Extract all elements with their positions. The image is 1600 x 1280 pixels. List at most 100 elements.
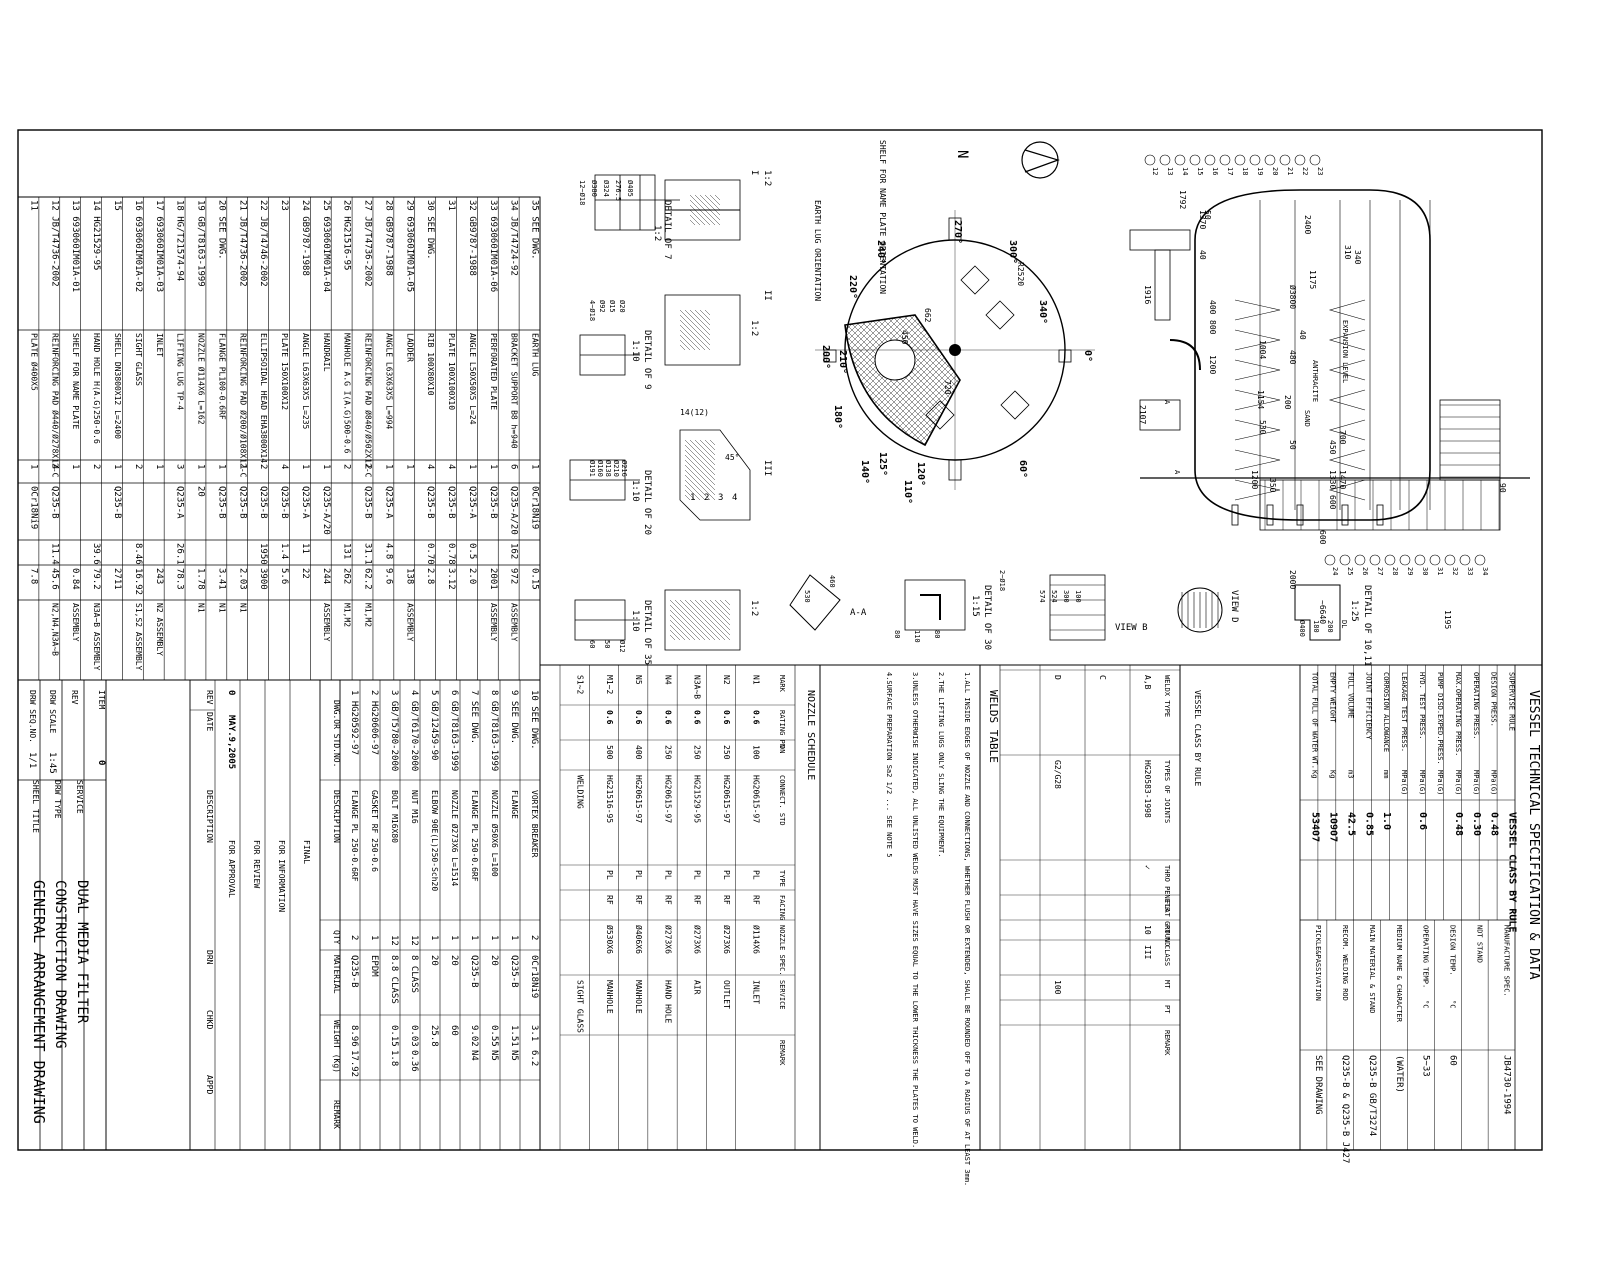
hatch bbox=[669, 614, 696, 641]
spec-unit: MPa(G) bbox=[1454, 770, 1462, 795]
bom-qty: 4 bbox=[279, 464, 289, 469]
dim: R2520 bbox=[1016, 262, 1025, 286]
plan-angle: 180° bbox=[832, 405, 843, 429]
bom2-desc: NOZZLE Ø273X6 L=1514 bbox=[450, 790, 460, 887]
bom-total-weight: 16.92 bbox=[133, 568, 143, 595]
north-label: N bbox=[954, 150, 970, 158]
bom-desc: ANGLE L50X50X5 L=24 bbox=[468, 333, 477, 425]
nozzle-header: FACING bbox=[778, 895, 786, 920]
hatch bbox=[684, 599, 726, 641]
nozzle-cone bbox=[1328, 359, 1366, 381]
dim: 200 bbox=[1326, 620, 1334, 633]
spec-right-value: 60 bbox=[1448, 1055, 1458, 1066]
dimension: 700 bbox=[1338, 430, 1347, 445]
rev-header: DATE bbox=[205, 712, 214, 731]
bom-qty: 1 bbox=[237, 464, 247, 469]
welds-cell: C bbox=[1098, 675, 1107, 680]
nozzle-cell: M1~2 bbox=[605, 675, 614, 694]
bom2-w1: 25.8 bbox=[429, 1025, 439, 1047]
bom-unit-weight: 131 bbox=[342, 543, 352, 559]
bom-item-dwg: 20 SEE DWG. bbox=[216, 200, 226, 260]
bom2-w1: 1.51 bbox=[509, 1025, 519, 1047]
bom-total-weight: 3900 bbox=[258, 568, 268, 590]
balloon-number: 15 bbox=[1196, 167, 1204, 175]
balloon-number: 19 bbox=[1256, 167, 1264, 175]
spec-right-value: (WATER) bbox=[1394, 1055, 1404, 1093]
hatch bbox=[679, 344, 686, 351]
hatch bbox=[704, 309, 711, 316]
bom-remark: M1,M2 bbox=[343, 603, 352, 627]
balloon bbox=[1459, 554, 1471, 566]
dim: 662 bbox=[923, 308, 932, 323]
dim: Ø324 bbox=[602, 180, 610, 197]
detail-scale: 1:15 bbox=[970, 595, 980, 617]
nozzle-header: CONNECT. STD bbox=[778, 775, 786, 826]
weld-ii-frame bbox=[664, 294, 741, 366]
bom-unit-weight: 0.70 bbox=[425, 543, 435, 565]
nozzle-cell: HG21516-95 bbox=[605, 775, 614, 823]
dim: Ø191 bbox=[588, 460, 596, 477]
nozzle-cell: N5 bbox=[634, 675, 643, 685]
welds-header: FLAT GROUND bbox=[1163, 900, 1171, 946]
spec-value: 0.6 bbox=[1417, 812, 1428, 830]
hatch bbox=[694, 309, 711, 326]
bom2-material: EPDM bbox=[369, 955, 379, 977]
spec-unit: Kg bbox=[1311, 770, 1319, 778]
bom-item-dwg: 32 GB9787-1988 bbox=[467, 200, 477, 276]
bom-desc: HANDRAIL bbox=[322, 333, 331, 372]
nozzle-cone bbox=[1328, 329, 1366, 351]
detail10-part bbox=[1294, 584, 1341, 641]
hatch bbox=[709, 194, 721, 206]
bom2-w2: 0.36 bbox=[409, 1050, 419, 1072]
weld-iii-part bbox=[679, 429, 751, 521]
section-label: A-A bbox=[850, 608, 867, 618]
nozzle-cell: HG20615-97 bbox=[722, 775, 731, 823]
right-tables-frame bbox=[539, 664, 1543, 1151]
hatch bbox=[679, 314, 711, 346]
bom-unit-weight: 8.46 bbox=[133, 543, 143, 565]
balloon-number: 16 bbox=[1211, 167, 1219, 175]
plan-angle: 60° bbox=[1017, 460, 1028, 478]
rev-date: MAY.9,2005 bbox=[226, 715, 236, 769]
dim: Ø92 bbox=[598, 300, 606, 313]
view-d-circle bbox=[1177, 587, 1223, 633]
spec-title: VESSEL TECHNICAL SPECIFICATION & DATA bbox=[1526, 690, 1541, 980]
nozzle-cone bbox=[1234, 449, 1281, 471]
nozzle-cone bbox=[1234, 389, 1281, 411]
dim: 110 bbox=[913, 630, 921, 643]
bom-qty: 1 bbox=[300, 464, 310, 469]
welds-header: RT % bbox=[1163, 925, 1171, 943]
nozzle-cell: RF bbox=[722, 895, 731, 905]
dimension: 530 bbox=[1258, 420, 1267, 435]
bom2-qty: 1 bbox=[429, 935, 439, 940]
hatch bbox=[679, 319, 711, 351]
spec-label: TOTAL FULL OF WATER WT. bbox=[1311, 672, 1319, 769]
hatch bbox=[699, 309, 711, 321]
dimension: 1195 bbox=[1443, 610, 1452, 629]
bom2-header: QTY bbox=[332, 930, 341, 945]
spec-right-label: MAIN MATERIAL & STAND bbox=[1368, 925, 1376, 1014]
bom-item-dwg: 22 JB/T4746-2002 bbox=[258, 200, 268, 287]
spec-right-label: NDT STAND bbox=[1475, 925, 1483, 963]
nozzle-cell: 100 bbox=[751, 745, 760, 760]
bom-desc: SHELL DN3800X12 L=2400 bbox=[113, 333, 122, 439]
rev-header: DESCRIPTION bbox=[205, 790, 214, 843]
support-leg bbox=[1231, 504, 1239, 526]
rev-header: REV bbox=[205, 690, 214, 705]
dimension: 400 bbox=[1208, 300, 1217, 315]
hatch bbox=[669, 624, 686, 641]
bom-material: Q235-A bbox=[300, 486, 310, 519]
rev-desc: FOR REVIEW bbox=[252, 840, 261, 888]
bom2-w1: 3.1 bbox=[529, 1025, 539, 1041]
hatch bbox=[689, 309, 711, 331]
front-label: A bbox=[1173, 470, 1181, 475]
dim: Ø405 bbox=[626, 180, 634, 197]
bom-desc: PLATE 100X100X10 bbox=[447, 333, 456, 410]
welds-cell: D bbox=[1053, 675, 1062, 680]
note-text: 4.SURFACE PREPARATION Sa2 1/2 ... SEE NO… bbox=[885, 672, 893, 857]
outlet-flange bbox=[1139, 399, 1181, 431]
title-strip-label: SHEEL TITLE bbox=[31, 780, 40, 833]
bom2-qty: 1 bbox=[489, 935, 499, 940]
bom-desc: HAND HOLE H(A.G)250-0.6 bbox=[92, 333, 101, 444]
scale: 1:2 bbox=[762, 170, 772, 186]
